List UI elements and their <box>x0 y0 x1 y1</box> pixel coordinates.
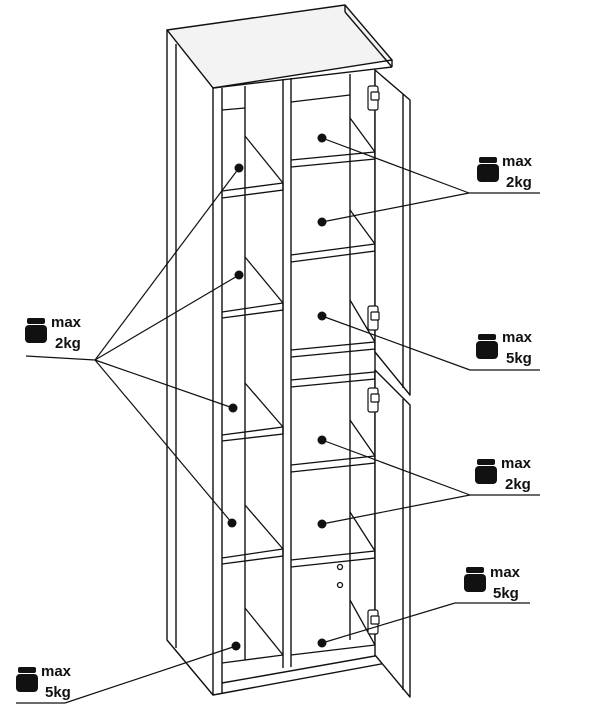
left-side-panel <box>166 29 214 696</box>
label-lower-right: max 2kg <box>475 455 532 493</box>
label-weight: 5kg <box>506 350 532 367</box>
label-weight: 5kg <box>45 684 71 701</box>
label-weight: 2kg <box>506 174 532 191</box>
load-points <box>227 133 327 651</box>
label-weight: 2kg <box>505 476 531 493</box>
label-max: max <box>501 455 532 472</box>
weight-icon <box>476 334 498 359</box>
left-shelves <box>221 107 284 664</box>
label-top-right: max 2kg <box>477 153 533 191</box>
lower-door <box>374 369 411 698</box>
weight-icon <box>477 157 499 182</box>
label-mid-right: max 5kg <box>476 329 533 367</box>
label-weight: 5kg <box>493 585 519 602</box>
label-left-shelves: max 2kg <box>25 314 82 352</box>
weight-icon <box>464 567 486 592</box>
right-shelves <box>290 94 376 656</box>
label-max: max <box>51 314 82 331</box>
doors <box>367 69 411 698</box>
weight-icon <box>16 667 38 692</box>
label-weight: 2kg <box>55 335 81 352</box>
leader-lines <box>16 137 540 704</box>
label-max: max <box>502 153 533 170</box>
label-max: max <box>490 564 521 581</box>
cabinet <box>166 4 393 696</box>
weight-icon <box>25 318 47 343</box>
label-max: max <box>41 663 72 680</box>
upper-door <box>374 69 411 396</box>
label-bottom-left: max 5kg <box>16 663 72 701</box>
label-bottom-right: max 5kg <box>464 564 521 602</box>
weight-icon <box>475 459 497 484</box>
label-max: max <box>502 329 533 346</box>
